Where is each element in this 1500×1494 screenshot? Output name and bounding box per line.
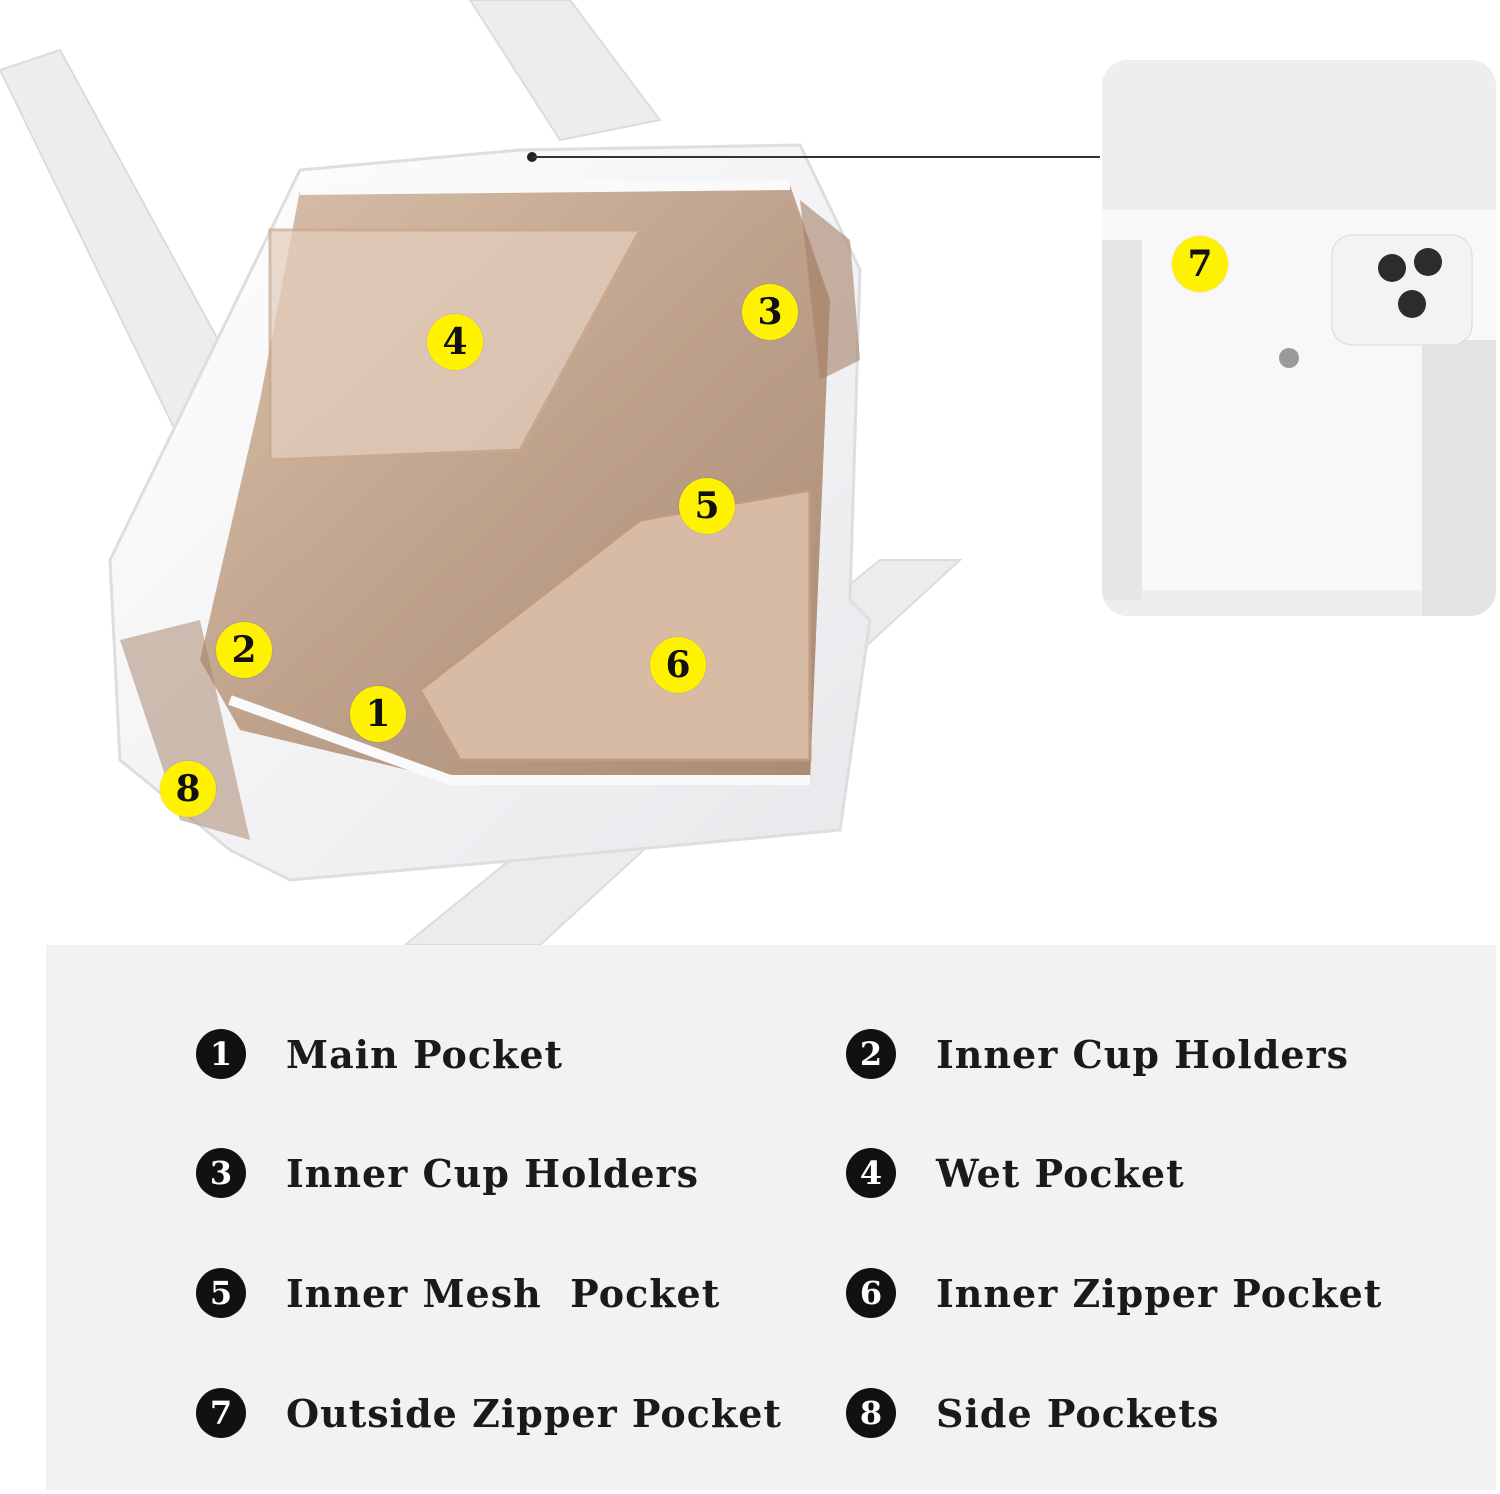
strap-top <box>468 0 662 142</box>
legend-label: Wet Pocket <box>936 1150 1185 1196</box>
bag-illustration <box>0 0 1100 946</box>
legend-item-1: 1 Main Pocket <box>196 1029 563 1079</box>
legend-number: 7 <box>196 1388 246 1438</box>
legend-label: Main Pocket <box>286 1031 564 1077</box>
legend-item-8: 8 Side Pockets <box>846 1388 1219 1438</box>
legend-item-5: 5 Inner Mesh Pocket <box>196 1268 720 1318</box>
legend-number: 8 <box>846 1388 896 1438</box>
legend-label: Inner Zipper Pocket <box>936 1270 1383 1316</box>
legend-label: Side Pockets <box>936 1390 1220 1436</box>
legend-number: 1 <box>196 1029 246 1079</box>
legend-label: Inner Cup Holders <box>936 1031 1349 1077</box>
legend-item-4: 4 Wet Pocket <box>846 1148 1185 1198</box>
bag-photo: 1 2 3 4 5 6 7 8 <box>0 0 1496 946</box>
marker-5: 5 <box>679 478 735 534</box>
legend-number: 4 <box>846 1148 896 1198</box>
legend-label: Inner Cup Holders <box>286 1150 699 1196</box>
marker-3: 3 <box>742 284 798 340</box>
legend-label: Inner Mesh Pocket <box>286 1270 721 1316</box>
marker-4: 4 <box>427 314 483 370</box>
marker-2: 2 <box>216 622 272 678</box>
legend-label: Outside Zipper Pocket <box>286 1390 782 1436</box>
marker-1: 1 <box>350 686 406 742</box>
legend-item-2: 2 Inner Cup Holders <box>846 1029 1349 1079</box>
marker-7: 7 <box>1172 236 1228 292</box>
outside-pocket-inset <box>1102 60 1496 616</box>
legend-number: 6 <box>846 1268 896 1318</box>
legend-item-6: 6 Inner Zipper Pocket <box>846 1268 1382 1318</box>
legend-number: 3 <box>196 1148 246 1198</box>
marker-8: 8 <box>160 761 216 817</box>
legend-panel: 1 Main Pocket 2 Inner Cup Holders 3 Inne… <box>46 945 1496 1490</box>
legend-item-7: 7 Outside Zipper Pocket <box>196 1388 782 1438</box>
marker-6: 6 <box>650 637 706 693</box>
legend-number: 2 <box>846 1029 896 1079</box>
legend-number: 5 <box>196 1268 246 1318</box>
legend-item-3: 3 Inner Cup Holders <box>196 1148 699 1198</box>
